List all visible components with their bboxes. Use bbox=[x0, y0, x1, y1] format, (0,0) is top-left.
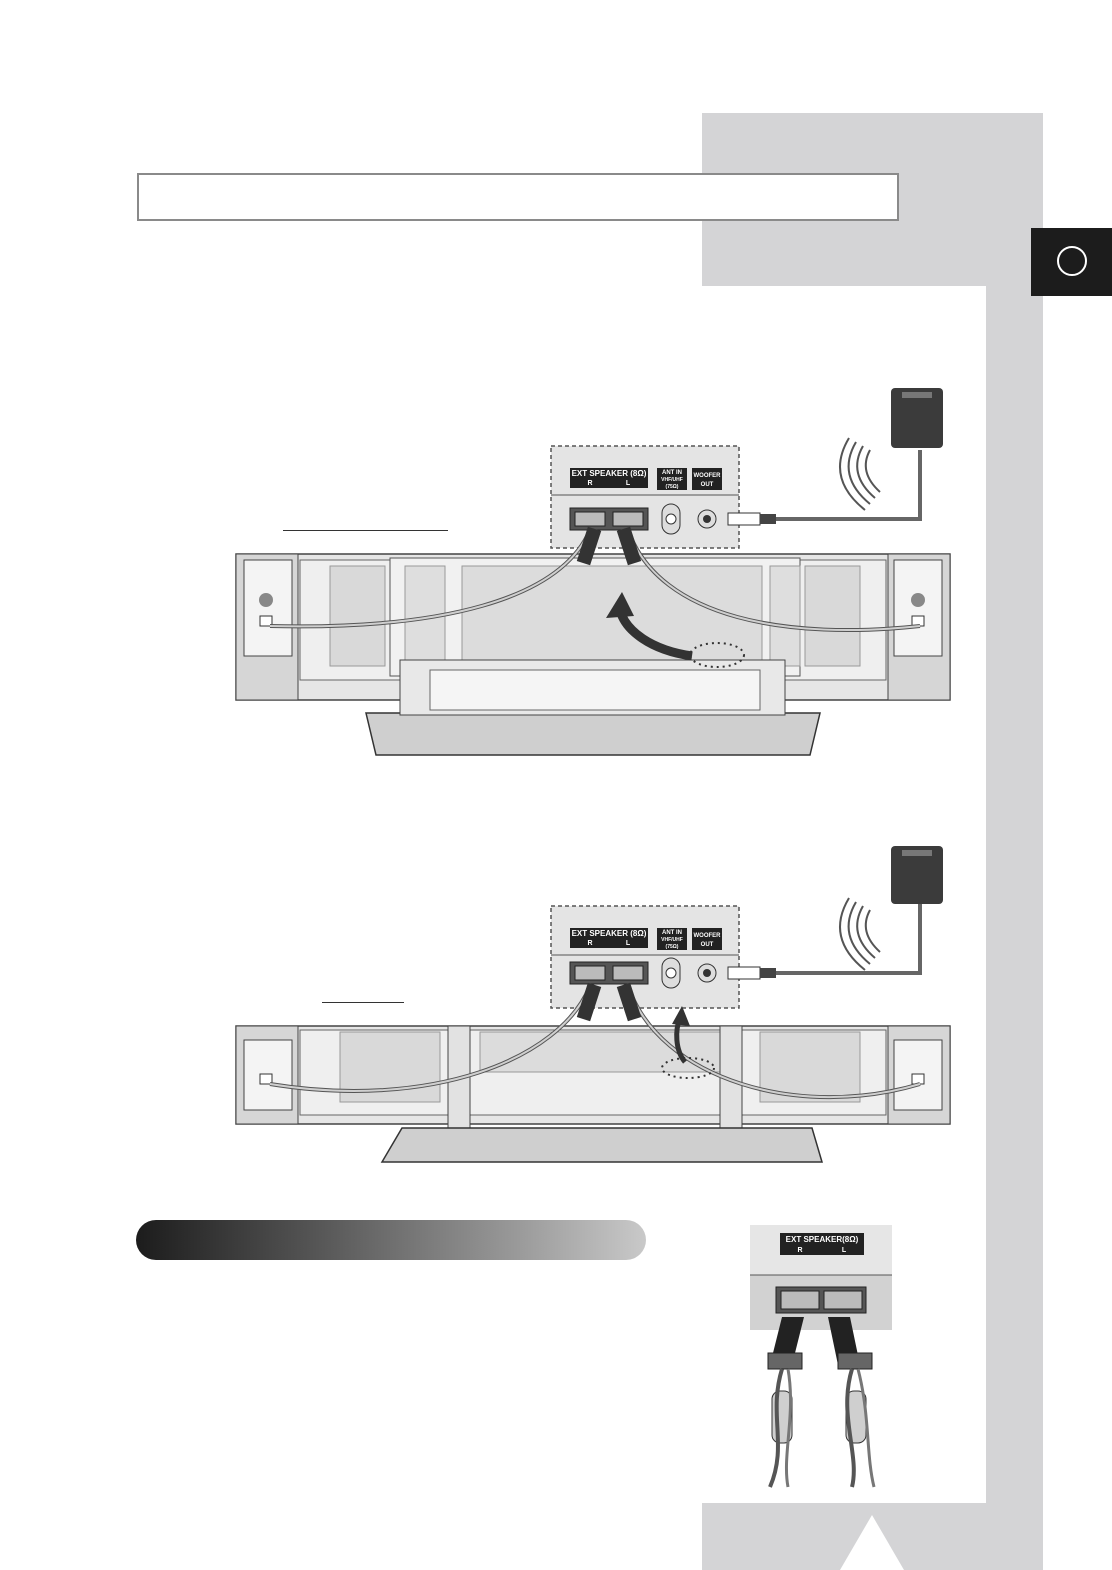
stand-connection-illustration: EXT SPEAKER (8Ω) R L ANT IN VHF/UHF (75Ω… bbox=[235, 846, 951, 1163]
right-channel-label: R bbox=[797, 1247, 802, 1254]
note-bar bbox=[136, 1220, 646, 1260]
ant-impedance-label: (75Ω) bbox=[666, 944, 679, 950]
circle-icon bbox=[1057, 246, 1087, 276]
page-title-box bbox=[137, 173, 899, 221]
woofer-label: WOOFER bbox=[694, 473, 722, 479]
label-underline bbox=[322, 1002, 404, 1003]
woofer-out-label: OUT bbox=[701, 942, 714, 948]
ant-impedance-label: (75Ω) bbox=[666, 484, 679, 490]
subwoofer-icon bbox=[891, 846, 943, 904]
terminal-detail-illustration: EXT SPEAKER(8Ω) R L bbox=[750, 1225, 892, 1488]
left-channel-label: L bbox=[626, 940, 631, 947]
left-channel-label: L bbox=[842, 1247, 847, 1254]
right-channel-label: R bbox=[587, 940, 592, 947]
wall-mount-connection-illustration: EXT SPEAKER (8Ω) R L ANT IN VHF/UHF (75Ω… bbox=[235, 388, 951, 756]
ext-speaker-label: EXT SPEAKER (8Ω) bbox=[572, 469, 647, 478]
up-triangle-icon[interactable] bbox=[840, 1515, 904, 1570]
ant-band-label: VHF/UHF bbox=[661, 477, 683, 483]
label-underline bbox=[283, 530, 448, 531]
ext-speaker-label: EXT SPEAKER(8Ω) bbox=[786, 1235, 859, 1244]
woofer-out-label: OUT bbox=[701, 482, 714, 488]
side-panel-strip bbox=[986, 113, 1043, 1570]
wireless-signal-icon bbox=[839, 897, 881, 971]
ant-in-label: ANT IN bbox=[662, 470, 682, 476]
wireless-signal-icon bbox=[839, 437, 881, 511]
left-channel-label: L bbox=[626, 480, 631, 487]
subwoofer-icon bbox=[891, 388, 943, 448]
woofer-label: WOOFER bbox=[694, 933, 722, 939]
ant-band-label: VHF/UHF bbox=[661, 937, 683, 943]
ant-in-label: ANT IN bbox=[662, 930, 682, 936]
right-channel-label: R bbox=[587, 480, 592, 487]
ext-speaker-label: EXT SPEAKER (8Ω) bbox=[572, 929, 647, 938]
